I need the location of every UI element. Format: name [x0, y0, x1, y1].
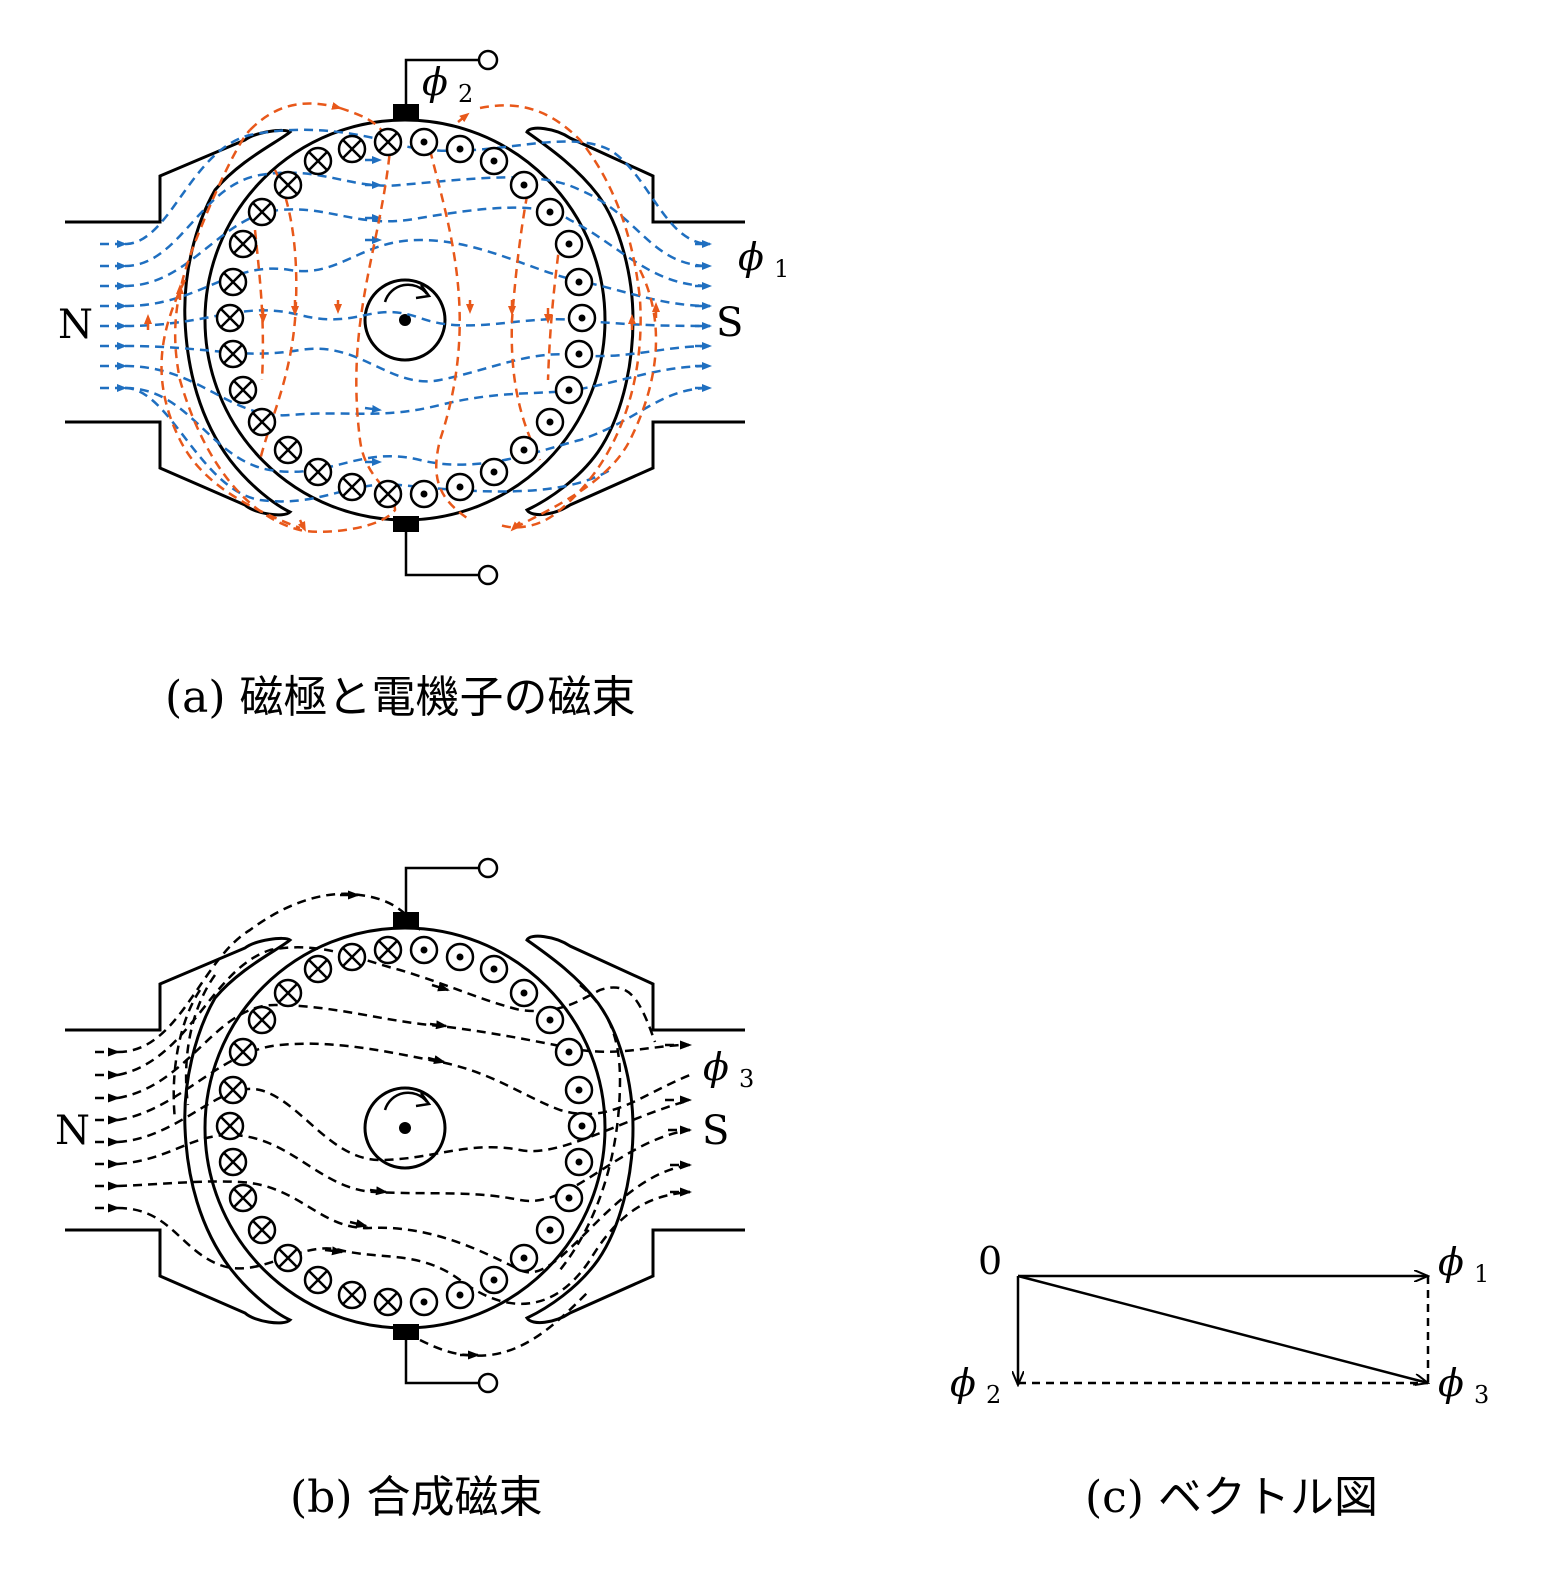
resultant-flux-lines [95, 890, 692, 1360]
north-pole-label: N [58, 302, 93, 348]
south-pole-label-b: S [702, 1108, 729, 1154]
south-pole-label: S [716, 300, 743, 346]
phi1-symbol: ϕ [738, 235, 764, 279]
stator-frame-b [65, 934, 745, 1325]
shaft-dot [399, 314, 411, 326]
brush-bottom-b [393, 1324, 499, 1394]
vector-phi3-subscript: 3 [1474, 1381, 1489, 1409]
phi3-symbol-b: ϕ [703, 1045, 729, 1089]
dot-circle-icon [409, 935, 597, 1317]
brush-top [393, 49, 499, 120]
origin-label: 0 [978, 1239, 1002, 1283]
vector-phi3-symbol: ϕ [1438, 1361, 1464, 1405]
brush-top-b [393, 857, 499, 928]
phi2-symbol: ϕ [422, 60, 448, 104]
rotation-arrow-icon-b [383, 1091, 428, 1111]
vector-diagram: 0 ϕ 1 ϕ 2 ϕ 3 (c) ベクトル図 [950, 1239, 1489, 1523]
cross-circle-icon [215, 127, 403, 509]
terminal-bottom [477, 564, 499, 586]
armature-inner-b [363, 1086, 447, 1170]
caption-a: (a) 磁極と電機子の磁束 [165, 672, 636, 723]
caption-b: (b) 合成磁束 [290, 1472, 542, 1523]
diagram-b: N S ϕ 3 (b) 合成磁束 [55, 857, 754, 1523]
vector-phi1-subscript: 1 [1474, 1260, 1489, 1288]
armature-inner [363, 278, 447, 362]
phi2-subscript: 2 [458, 80, 473, 108]
vector-phi3 [1017, 1274, 1428, 1383]
vector-phi2-subscript: 2 [986, 1381, 1001, 1409]
vector-phi1-symbol: ϕ [1438, 1240, 1464, 1284]
cross-circle-icon [215, 935, 403, 1317]
caption-c: (c) ベクトル図 [1085, 1472, 1378, 1523]
terminal-top [477, 49, 499, 71]
rotation-arrow-icon [383, 283, 428, 303]
diagram-a: N S ϕ 2 ϕ 1 (a) 磁極と電機子の磁束 [58, 49, 789, 723]
phi3-subscript-b: 3 [739, 1065, 754, 1093]
conductors-b [215, 935, 597, 1317]
vector-phi2-symbol: ϕ [950, 1361, 976, 1405]
north-pole-label-b: N [55, 1108, 90, 1154]
phi1-subscript: 1 [774, 255, 789, 283]
brush-bottom [393, 516, 499, 586]
